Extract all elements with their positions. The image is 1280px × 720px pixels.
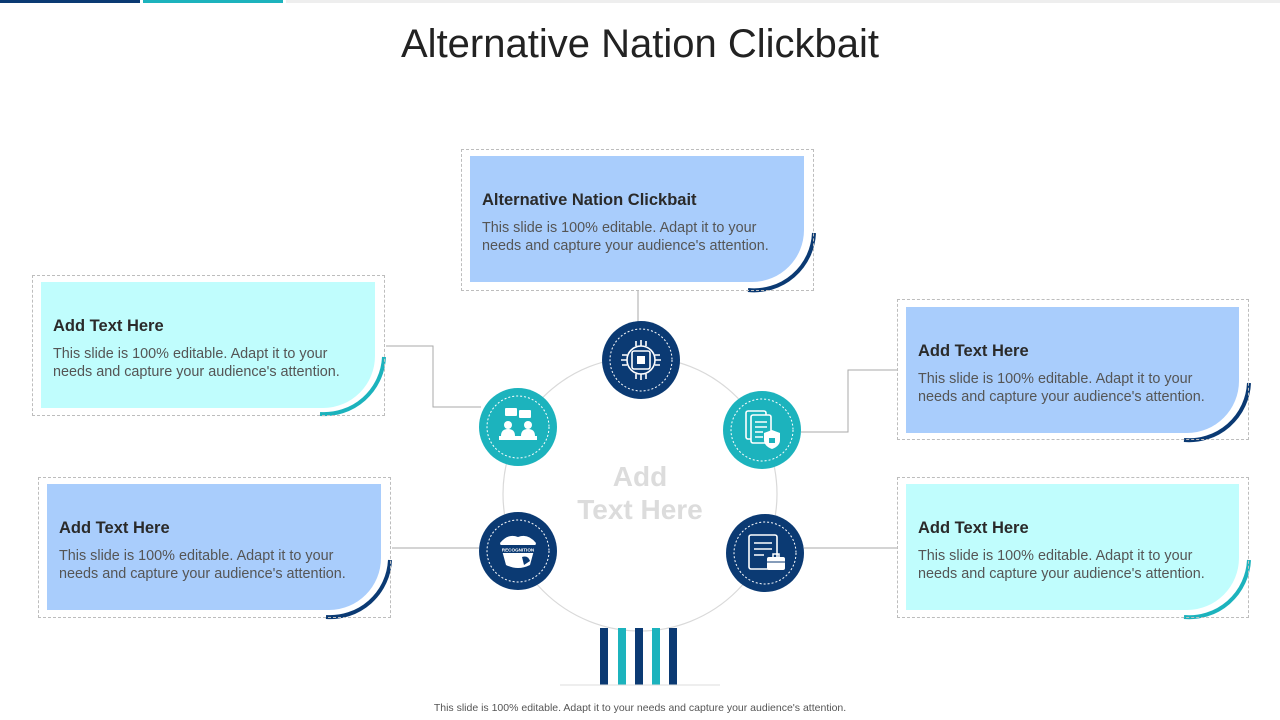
card-left-upper-body: This slide is 100% editable. Adapt it to…	[53, 346, 340, 380]
connector-left-upper	[386, 345, 481, 408]
card-right-lower-heading: Add Text Here	[918, 519, 1029, 537]
card-top-heading: Alternative Nation Clickbait	[482, 191, 697, 209]
badge-label: RECOGNITION	[502, 548, 535, 553]
recognition-badge-icon: RECOGNITION	[479, 512, 557, 590]
card-top-body: This slide is 100% editable. Adapt it to…	[482, 220, 769, 254]
card-corner-arcs	[319, 232, 1251, 620]
base-bar	[635, 628, 643, 685]
card-left-upper: Add Text Here This slide is 100% editabl…	[41, 282, 375, 408]
base-bar	[669, 628, 677, 685]
card-right-lower: Add Text Here This slide is 100% editabl…	[906, 484, 1239, 610]
slide-title: Alternative Nation Clickbait	[401, 22, 879, 66]
slide-footer: This slide is 100% editable. Adapt it to…	[433, 702, 847, 714]
corner-arc-right-lower	[1183, 559, 1251, 620]
card-right-lower-outline	[897, 477, 1249, 618]
card-left-upper-outline	[32, 275, 385, 416]
corner-arc-left-lower	[325, 559, 392, 620]
connector-right-upper	[801, 369, 897, 433]
secure-documents-icon	[723, 391, 801, 469]
card-left-lower: Add Text Here This slide is 100% editabl…	[47, 484, 381, 610]
document-briefcase-icon	[726, 514, 804, 592]
top-accent-bar-gray	[286, 0, 1280, 3]
card-right-upper-heading: Add Text Here	[918, 342, 1029, 360]
card-left-lower-body: This slide is 100% editable. Adapt it to…	[59, 548, 346, 582]
base-bar	[600, 628, 608, 685]
hub-label: Add Text Here	[540, 460, 740, 526]
card-left-lower-outline	[38, 477, 391, 618]
microchip-icon	[602, 321, 680, 399]
card-left-lower-heading: Add Text Here	[59, 519, 170, 537]
hub-label-line-1: Add	[612, 461, 668, 492]
card-right-lower-body: This slide is 100% editable. Adapt it to…	[918, 548, 1205, 582]
top-accent-bar-navy	[0, 0, 140, 3]
card-top: Alternative Nation Clickbait This slide …	[470, 156, 804, 282]
card-left-upper-heading: Add Text Here	[53, 317, 164, 335]
card-top-outline	[461, 149, 814, 291]
top-accent-bar-teal	[143, 0, 283, 3]
corner-arc-top	[747, 232, 816, 293]
card-right-upper: Add Text Here This slide is 100% editabl…	[906, 307, 1239, 433]
base-bars	[560, 628, 720, 686]
card-right-upper-body: This slide is 100% editable. Adapt it to…	[918, 371, 1205, 405]
team-discussion-icon	[479, 388, 557, 466]
connector-lines	[386, 291, 897, 549]
card-right-upper-outline	[897, 299, 1249, 440]
base-bar	[618, 628, 626, 685]
base-bar	[652, 628, 660, 685]
hub-label-line-2: Text Here	[577, 494, 703, 525]
corner-arc-left-upper	[319, 356, 386, 417]
